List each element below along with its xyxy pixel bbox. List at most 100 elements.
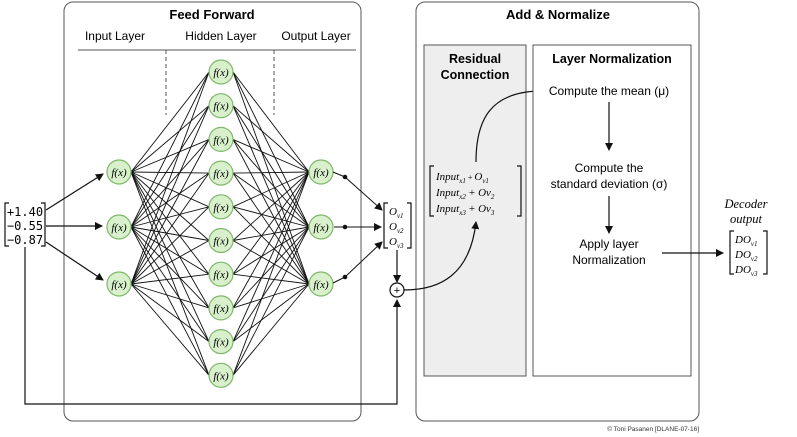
input-hidden-edge-2-2 — [130, 139, 210, 285]
residual-row-2: Inputx2+Ov2 — [435, 187, 495, 201]
output-neuron-1-label: f(x) — [313, 167, 329, 179]
input-hidden-edge-1-5 — [130, 226, 210, 241]
hidden-neuron-4: f(x) — [208, 160, 234, 186]
hidden-output-edge-1-2 — [232, 105, 310, 285]
input-hidden-edge-2-4 — [130, 206, 210, 285]
hidden-output-edge-3-1 — [232, 172, 310, 228]
output-neuron-2: f(x) — [308, 214, 334, 240]
hidden-output-edge-6-1 — [232, 226, 310, 275]
hidden-neuron-8-label: f(x) — [213, 303, 229, 315]
output-dot-3 — [342, 274, 348, 280]
hidden-output-edge-5-2 — [232, 240, 310, 285]
hidden-output-edge-9-2 — [232, 283, 310, 376]
layer-normalization-box — [532, 44, 692, 377]
add-normalize-title: Add & Normalize — [506, 7, 610, 22]
input-neuron-1-circle — [106, 159, 132, 185]
input-hidden-edge-2-3 — [130, 172, 210, 285]
output-neuron-2-label: f(x) — [313, 222, 329, 234]
input-neuron-3: f(x) — [106, 271, 132, 297]
hidden-neuron-10: f(x) — [208, 362, 234, 388]
residual-right-bracket — [517, 165, 522, 217]
hidden-neuron-10-label: f(x) — [213, 370, 229, 382]
hidden-output-edge-4-1 — [232, 206, 310, 228]
hidden-neuron-3-label: f(x) — [213, 134, 229, 146]
input-neuron-3-label: f(x) — [111, 279, 127, 291]
copyright-text: © Toni Pasanen [DLANE-07-16] — [607, 425, 699, 433]
hidden-neuron-8-circle — [208, 295, 234, 321]
input-hidden-edge-0-3 — [130, 171, 210, 174]
input-neuron-3-circle — [106, 271, 132, 297]
hidden-neuron-10-circle — [208, 362, 234, 388]
output-value-1: Ov1 — [389, 206, 404, 220]
output-dot-2 — [342, 224, 348, 230]
input-neuron-1: f(x) — [106, 159, 132, 185]
hidden-output-edge-4-2 — [232, 206, 310, 285]
decoder-output-vector: DOv1 DOv2 DOv3 — [729, 230, 768, 278]
hidden-neuron-1-circle — [208, 59, 234, 85]
input-neuron-2-circle — [106, 214, 132, 240]
output-neuron-3: f(x) — [308, 271, 334, 297]
input-arrow-3 — [45, 241, 104, 281]
residual-skip-line — [24, 247, 401, 405]
hidden-neuron-7-circle — [208, 261, 234, 287]
layer-normalization-title: Layer Normalization — [552, 52, 671, 66]
decoder-left-bracket — [729, 230, 734, 275]
residual-to-mean-arrow — [475, 87, 541, 163]
input-hidden-edge-1-3 — [130, 172, 210, 228]
hidden-output-edge-2-1 — [232, 139, 310, 228]
input-hidden-edge-0-7 — [130, 171, 210, 309]
hidden-output-edge-3-2 — [232, 172, 310, 285]
hidden-output-edge-2-0 — [232, 138, 310, 173]
hidden-neuron-7: f(x) — [208, 261, 234, 287]
input-hidden-edge-2-6 — [130, 273, 210, 285]
decoder-output-title-line2: output — [730, 212, 762, 226]
output-connector-1b — [344, 176, 383, 211]
output-layer-header: Output Layer — [281, 29, 350, 43]
input-neuron-2-label: f(x) — [111, 222, 127, 234]
input-value-1: +1.40 — [7, 205, 43, 219]
input-hidden-edge-0-1 — [130, 105, 210, 173]
input-hidden-edge-0-0 — [130, 71, 210, 173]
residual-row-1: Inputx1+Ov1 — [435, 171, 489, 185]
input-hidden-edge-2-0 — [130, 71, 210, 285]
hidden-output-edge-7-2 — [232, 283, 310, 309]
output-vector: Ov1 Ov2 Ov3 — [383, 202, 412, 250]
hidden-neuron-5-circle — [208, 194, 234, 220]
hidden-neuron-3: f(x) — [208, 126, 234, 152]
hidden-neuron-1-label: f(x) — [213, 67, 229, 79]
input-hidden-edge-1-2 — [130, 139, 210, 228]
hidden-neuron-2-label: f(x) — [213, 101, 229, 113]
input-hidden-edge-0-6 — [130, 171, 210, 275]
input-vector-right-bracket — [41, 202, 46, 247]
input-hidden-edge-1-6 — [130, 226, 210, 275]
input-hidden-edge-1-1 — [130, 105, 210, 228]
hidden-output-edge-5-0 — [232, 171, 310, 241]
residual-left-bracket — [429, 165, 434, 217]
hidden-output-edge-0-0 — [232, 71, 310, 173]
output-neuron-2-circle — [308, 214, 334, 240]
input-hidden-edge-2-1 — [130, 105, 210, 285]
hidden-output-edge-6-0 — [232, 171, 310, 275]
input-value-2: −0.55 — [7, 219, 43, 233]
step-apply-norm-line2: Normalization — [572, 253, 645, 267]
hidden-neuron-4-circle — [208, 160, 234, 186]
hidden-neuron-8: f(x) — [208, 295, 234, 321]
hidden-output-edge-3-0 — [232, 171, 310, 174]
step-compute-mean: Compute the mean (μ) — [549, 84, 669, 98]
output-dot-1 — [342, 174, 348, 180]
input-hidden-edge-1-0 — [130, 71, 210, 228]
residual-title-line1: Residual — [449, 52, 501, 66]
decoder-right-bracket — [763, 230, 768, 275]
input-layer-header: Input Layer — [85, 29, 145, 43]
hidden-layer-header: Hidden Layer — [185, 29, 256, 43]
step-apply-norm-line1: Apply layer — [579, 237, 638, 251]
hidden-output-edge-6-2 — [232, 273, 310, 285]
input-hidden-edge-2-8 — [130, 283, 210, 342]
decoder-value-3: DOv3 — [734, 264, 758, 278]
output-neuron-3-label: f(x) — [313, 279, 329, 291]
hidden-output-edge-7-0 — [232, 171, 310, 309]
feed-forward-title: Feed Forward — [169, 7, 254, 22]
hidden-neuron-6-circle — [208, 227, 234, 254]
input-arrow-1 — [45, 173, 104, 211]
input-hidden-edge-1-9 — [130, 226, 210, 376]
